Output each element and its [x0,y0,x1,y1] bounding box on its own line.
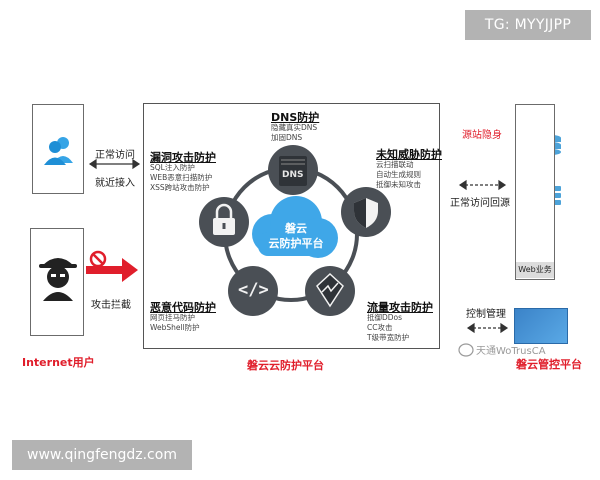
attack-red-arrow [86,258,138,282]
cloud-hub-icon [252,196,338,258]
web-business-label: Web业务 [516,262,554,278]
wechat-mark: 天通WoTrusCA [476,346,546,357]
watermark-bottom: www.qingfengdz.com [12,440,192,470]
shield-node [341,187,391,237]
vuln-title: 漏洞攻击防护 [150,151,216,164]
users-icon [44,137,73,165]
attacker-panel [30,228,84,336]
nearby-access-label: 就近接入 [95,178,135,189]
malware-line-1: 网页挂马防护 [150,313,195,322]
traffic-shield-node [305,266,355,316]
normal-return-label: 正常访问回源 [450,198,510,209]
vuln-line-3: XSS跨站攻击防护 [150,183,210,192]
unknown-line-2: 自动生成规则 [376,170,421,179]
internet-users-label: Internet用户 [22,356,95,369]
control-double-arrow [466,322,509,334]
lock-node [199,197,249,247]
code-node [228,266,278,316]
mgmt-platform-screen-icon [514,308,568,344]
hub-line1: 磐云 [285,222,307,235]
malware-line-2: WebShell防护 [150,323,200,332]
code-brackets-icon: </> [238,280,269,300]
unknown-line-3: 抵御未知攻击 [376,180,421,189]
dns-line-2: 加固DNS [271,133,303,142]
hub-line2: 云防护平台 [268,237,324,250]
traffic-line-1: 抵御DDos [367,313,403,322]
normal-user-panel [32,104,84,194]
wechat-icon [458,343,474,357]
block-icon [89,250,107,268]
attack-block-label: 攻击拦截 [91,300,131,311]
origin-hide-label: 源站隐身 [462,130,502,141]
dns-node [268,145,318,195]
traffic-line-2: CC攻击 [367,323,393,332]
web-business-panel [515,104,555,280]
access-double-arrow [88,158,141,170]
control-mgmt-label: 控制管理 [466,309,506,320]
dns-title: DNS防护 [271,111,320,124]
unknown-line-1: 云扫描联动 [376,160,414,169]
mgmt-platform-label: 磐云管控平台 [516,358,582,371]
normal-access-label: 正常访问 [95,150,135,161]
platform-caption: 磐云云防护平台 [247,359,324,372]
malware-title: 恶意代码防护 [150,301,216,314]
vuln-line-2: WEB恶意扫描防护 [150,173,213,182]
hacker-icon [39,258,77,301]
watermark-top: TG: MYYJJPP [465,10,591,40]
vuln-line-1: SQL注入防护 [150,163,195,172]
unknown-title: 未知威胁防护 [376,148,442,161]
traffic-line-3: T级带宽防护 [367,333,410,342]
return-double-arrow [458,179,507,191]
dns-icon: DNS [282,170,304,180]
dns-line-1: 隐藏真实DNS [271,123,318,132]
traffic-title: 流量攻击防护 [367,301,433,314]
